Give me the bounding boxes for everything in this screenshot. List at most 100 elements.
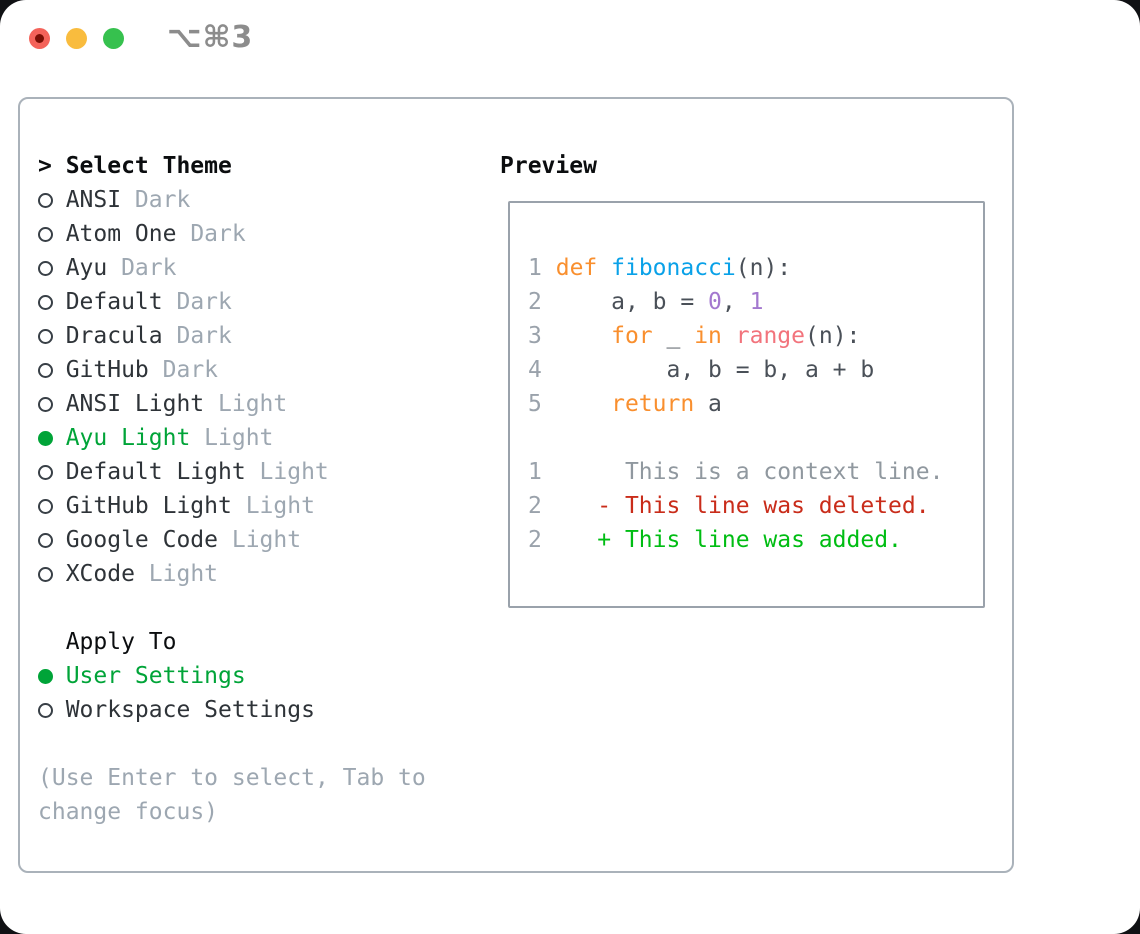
theme-option-atom-one-dark[interactable]: Atom One Dark — [38, 217, 488, 251]
theme-option-ansi-light-light[interactable]: ANSI Light Light — [38, 387, 488, 421]
keyword-token: for — [611, 323, 653, 349]
hint-line: (Use Enter to select, Tab to — [38, 761, 488, 795]
radio-slot — [38, 260, 66, 276]
theme-name: Google Code — [65, 527, 219, 553]
select-theme-header: > Select Theme — [38, 149, 488, 183]
theme-variant: Dark — [190, 221, 246, 247]
code-token — [542, 493, 597, 519]
apply-option-name: User Settings — [65, 663, 246, 689]
code-line: 4 a, b = b, a + b — [528, 353, 983, 387]
code-line: 1 def fibonacci(n): — [528, 251, 983, 285]
line-number: 2 — [528, 527, 542, 553]
code-line: 2 a, b = 0, 1 — [528, 285, 983, 319]
apply-to-header: Apply To — [38, 625, 488, 659]
line-number: 1 — [528, 459, 542, 485]
theme-option-google-code-light[interactable]: Google Code Light — [38, 523, 488, 557]
code-token — [542, 391, 611, 417]
theme-option-ansi-dark[interactable]: ANSI Dark — [38, 183, 488, 217]
select-theme-title: Select Theme — [65, 153, 232, 179]
line-number: 1 — [528, 255, 542, 281]
radio-icon — [38, 498, 53, 514]
theme-option-dracula-dark[interactable]: Dracula Dark — [38, 319, 488, 353]
theme-variant: Dark — [134, 187, 191, 213]
apply-option-name: Workspace Settings — [65, 697, 315, 723]
theme-name: Ayu — [65, 255, 108, 281]
spacer — [38, 727, 488, 761]
deleted-line-text: - This line was deleted. — [597, 493, 930, 519]
theme-name: Default — [65, 289, 163, 315]
theme-name: ANSI Light — [65, 391, 205, 417]
theme-variant: Dark — [121, 255, 177, 281]
theme-option-default-dark[interactable]: Default Dark — [38, 285, 488, 319]
radio-slot — [38, 668, 66, 684]
function-call-token: range — [735, 323, 806, 349]
code-token: a, b = b, a + b — [541, 357, 875, 383]
line-number: 2 — [528, 289, 542, 315]
theme-variant: Dark — [162, 357, 219, 383]
line-number: 2 — [528, 493, 542, 519]
keyword-token: in — [694, 323, 722, 349]
radio-slot — [38, 702, 66, 718]
code-token: , — [721, 289, 750, 315]
theme-option-github-light-light[interactable]: GitHub Light Light — [38, 489, 488, 523]
code-line: 1 This is a context line. — [528, 455, 983, 489]
theme-variant: Dark — [176, 323, 232, 349]
theme-variant: Light — [218, 391, 288, 417]
radio-icon — [38, 566, 53, 582]
apply-to-title: Apply To — [65, 629, 177, 655]
zoom-button[interactable] — [103, 28, 124, 49]
code-token: (n): — [735, 255, 792, 281]
preview-title: Preview — [500, 153, 597, 179]
theme-variant: Dark — [176, 289, 232, 315]
radio-icon — [38, 226, 53, 242]
line-number: 5 — [528, 391, 542, 417]
code-token — [542, 527, 597, 553]
theme-name: GitHub Light — [65, 493, 232, 519]
theme-name: Dracula — [65, 323, 163, 349]
context-line-text: This is a context line. — [541, 459, 944, 485]
code-token: _ — [652, 323, 695, 349]
theme-variant: Light — [231, 527, 302, 553]
spacer — [38, 591, 488, 625]
radio-slot — [38, 532, 66, 548]
hint-text: (Use Enter to select, Tab to — [38, 765, 426, 791]
keyword-token: def — [555, 255, 598, 281]
radio-slot — [38, 192, 66, 208]
close-button[interactable] — [29, 28, 50, 49]
number-token: 1 — [749, 289, 764, 315]
line-number: 4 — [528, 357, 542, 383]
radio-icon — [38, 702, 53, 718]
code-line: 3 for _ in range(n): — [528, 319, 983, 353]
radio-selected-icon — [38, 668, 53, 684]
theme-name: GitHub — [65, 357, 149, 383]
hint-text: change focus) — [38, 799, 219, 825]
line-number: 3 — [528, 323, 542, 349]
radio-slot — [38, 464, 66, 480]
code-line: 5 return a — [528, 387, 983, 421]
radio-icon — [38, 464, 53, 480]
apply-option-user-settings[interactable]: User Settings — [38, 659, 488, 693]
keyword-token: return — [611, 391, 695, 417]
theme-name: XCode — [65, 561, 135, 587]
theme-option-github-dark[interactable]: GitHub Dark — [38, 353, 488, 387]
theme-variant: Light — [245, 493, 315, 519]
code-token: a — [694, 391, 722, 417]
code-token — [722, 323, 736, 349]
code-token — [542, 255, 556, 281]
minimize-button[interactable] — [66, 28, 87, 49]
apply-option-workspace-settings[interactable]: Workspace Settings — [38, 693, 488, 727]
theme-name: Default Light — [65, 459, 246, 485]
theme-name: ANSI — [65, 187, 122, 213]
function-name-token: fibonacci — [611, 255, 736, 281]
theme-name: Atom One — [65, 221, 177, 247]
radio-selected-icon — [38, 430, 53, 446]
radio-icon — [38, 294, 53, 310]
code-line: 2 - This line was deleted. — [528, 489, 983, 523]
theme-option-ayu-dark[interactable]: Ayu Dark — [38, 251, 488, 285]
focus-caret-icon: > — [38, 153, 52, 179]
